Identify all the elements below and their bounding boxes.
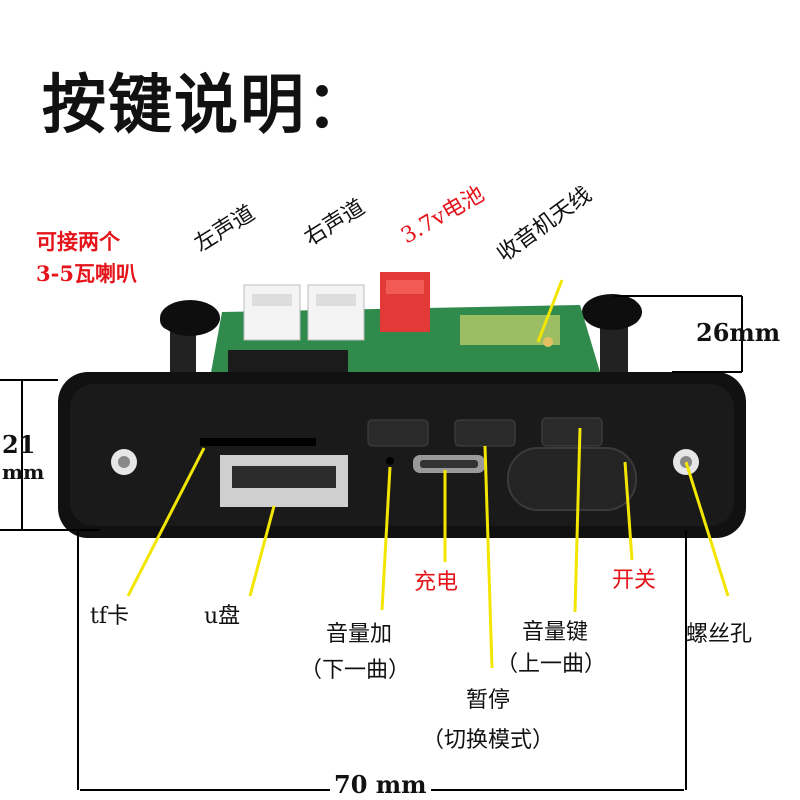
pointer-lines xyxy=(126,279,730,669)
tf-slot xyxy=(200,438,316,446)
depth-dimension: 26mm xyxy=(696,318,781,347)
screw-hole-label: 螺丝孔 xyxy=(686,622,753,647)
u-disk-label: u盘 xyxy=(204,604,241,629)
charge-label: 充电 xyxy=(414,570,459,595)
vol-up-button xyxy=(367,419,429,447)
pause-button xyxy=(454,419,516,447)
height-dimension-value: 21 xyxy=(2,430,36,459)
page-title: 按键说明： xyxy=(42,69,372,143)
battery-connector xyxy=(380,272,430,332)
power-knob xyxy=(507,447,637,511)
pause-label-line1: 暂停 xyxy=(466,688,511,713)
width-dimension: 70 mm xyxy=(330,770,431,799)
vol-key-label-line1: 音量键 xyxy=(522,620,589,645)
left-channel-connector xyxy=(243,284,301,341)
vol-up-label-line2: （下一曲） xyxy=(300,658,411,683)
power-switch-label: 开关 xyxy=(612,568,657,593)
two-speakers-label-line1: 可接两个 xyxy=(36,229,120,254)
tf-card-label: tf卡 xyxy=(90,604,129,629)
vol-up-label-line1: 音量加 xyxy=(326,622,393,647)
pause-label-line2: （切换模式） xyxy=(422,728,555,753)
vol-key-button xyxy=(541,417,603,447)
vol-key-label-line2: （上一曲） xyxy=(496,652,607,677)
two-speakers-label-line2: 3-5瓦喇叭 xyxy=(36,261,137,286)
standoff-right xyxy=(582,294,642,382)
right-channel-connector xyxy=(307,284,365,341)
height-dimension-unit: mm xyxy=(2,460,45,484)
